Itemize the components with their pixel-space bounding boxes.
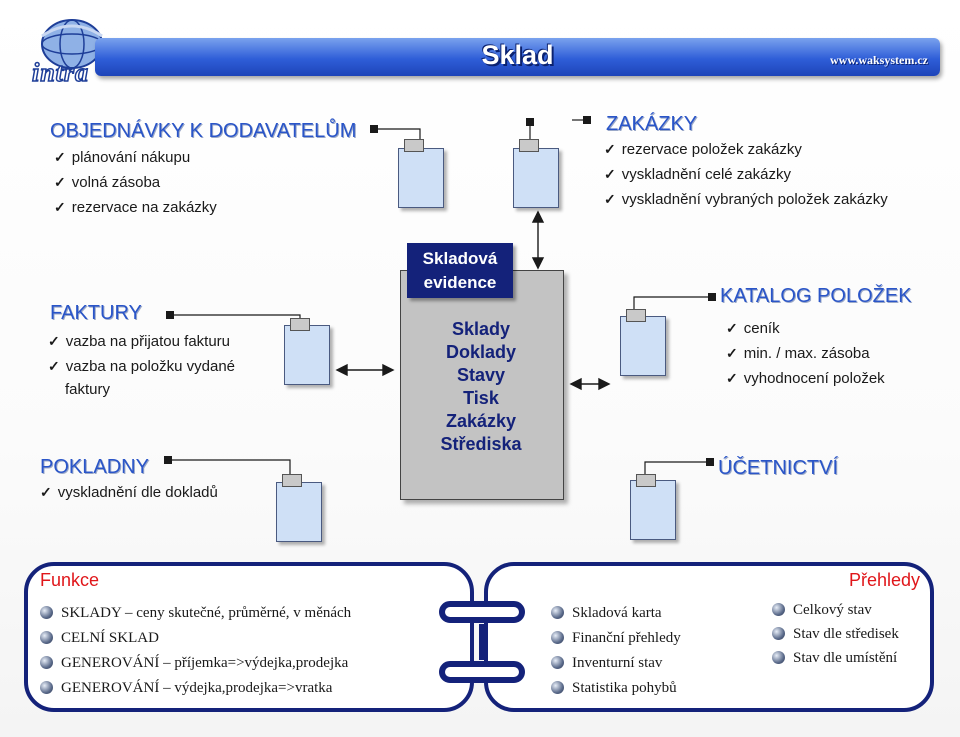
skladova-evidence-box: [400, 270, 564, 500]
document-icon: [630, 480, 676, 540]
katalog-heading: KATALOG POLOŽEK: [720, 285, 912, 307]
list-item: Skladová karta: [551, 601, 681, 626]
funkce-list: SKLADY – ceny skutečné, průměrné, v měná…: [40, 601, 351, 701]
center-title-line2: evidence: [423, 272, 497, 292]
bullet-icon: [551, 606, 564, 619]
check-icon: ✓: [54, 174, 66, 190]
bullet-icon: [772, 627, 785, 640]
bullet-icon: [40, 656, 53, 669]
list-item: ✓ceník: [726, 320, 780, 337]
list-item: ✓plánování nákupu: [54, 149, 191, 166]
pokladny-heading: POKLADNY: [40, 456, 149, 478]
check-icon: ✓: [726, 345, 738, 361]
check-icon: ✓: [726, 370, 738, 386]
list-item: Statistika pohybů: [551, 676, 681, 701]
document-tab-icon: [519, 139, 539, 152]
document-icon: [620, 316, 666, 376]
faktury-heading: FAKTURY: [50, 302, 142, 324]
wak-intra-logo: intra: [28, 14, 114, 88]
pokladny-list: ✓vyskladnění dle dokladů: [40, 480, 218, 505]
list-item: Stav dle středisek: [772, 622, 899, 646]
document-tab-icon: [626, 309, 646, 322]
center-item: Střediska: [440, 434, 522, 454]
zakazky-heading: ZAKÁZKY: [606, 113, 698, 135]
document-tab-icon: [636, 474, 656, 487]
bullet-icon: [551, 681, 564, 694]
objednavky-heading: OBJEDNÁVKY K DODAVATELŮM: [50, 120, 357, 142]
document-tab-icon: [404, 139, 424, 152]
check-icon: ✓: [40, 484, 52, 500]
ucetnictvi-heading: ÚČETNICTVÍ: [718, 457, 838, 479]
center-item: Zakázky: [445, 411, 517, 431]
bullet-icon: [772, 603, 785, 616]
check-icon: ✓: [54, 199, 66, 215]
list-item: Inventurní stav: [551, 651, 681, 676]
website-url[interactable]: www.waksystem.cz: [830, 53, 928, 67]
prehledy-title: Přehledy: [848, 570, 920, 590]
list-item: ✓vyskladnění vybraných položek zakázky: [604, 191, 888, 208]
funkce-title: Funkce: [40, 570, 100, 590]
check-icon: ✓: [604, 191, 616, 207]
check-icon: ✓: [48, 333, 60, 349]
list-item: GENEROVÁNÍ – příjemka=>výdejka,prodejka: [40, 651, 351, 676]
document-icon: [276, 482, 322, 542]
list-item: ✓rezervace položek zakázky: [604, 141, 802, 158]
document-tab-icon: [282, 474, 302, 487]
bullet-icon: [772, 651, 785, 664]
list-item: ✓vyskladnění dle dokladů: [40, 484, 218, 501]
list-item: Celkový stav: [772, 598, 899, 622]
list-item: ✓vazba na přijatou fakturu: [48, 333, 231, 350]
check-icon: ✓: [726, 320, 738, 336]
center-item: Tisk: [463, 388, 499, 408]
center-item: Sklady: [451, 319, 511, 339]
document-icon: [284, 325, 330, 385]
list-item: ✓min. / max. zásoba: [726, 345, 870, 362]
katalog-list: ✓ceník ✓min. / max. zásoba ✓vyhodnocení …: [726, 316, 885, 391]
list-item: Finanční přehledy: [551, 626, 681, 651]
list-item: GENEROVÁNÍ – výdejka,prodejka=>vratka: [40, 676, 351, 701]
bullet-icon: [40, 681, 53, 694]
check-icon: ✓: [48, 358, 60, 374]
bullet-icon: [40, 631, 53, 644]
list-item: ✓vyhodnocení položek: [726, 370, 885, 387]
funkce-panel: Funkce: [24, 562, 474, 712]
check-icon: ✓: [604, 166, 616, 182]
logo-text: intra: [31, 57, 90, 88]
prehledy-list-1: Skladová karta Finanční přehledy Inventu…: [551, 601, 681, 701]
list-item: ✓vazba na položku vydané: [48, 358, 236, 375]
objednavky-list: ✓plánování nákupu ✓volná zásoba ✓rezerva…: [54, 145, 217, 220]
chain-link-icon: [439, 601, 525, 683]
list-item: ✓volná zásoba: [54, 174, 161, 191]
list-item: Stav dle umístění: [772, 646, 899, 670]
center-title-line1: Skladová: [422, 248, 498, 268]
bullet-icon: [551, 656, 564, 669]
list-item: SKLADY – ceny skutečné, průměrné, v měná…: [40, 601, 351, 626]
list-item: ✓rezervace na zakázky: [54, 199, 217, 216]
bullet-icon: [40, 606, 53, 619]
center-item: Stavy: [456, 365, 506, 385]
faktury-list: ✓vazba na přijatou fakturu ✓vazba na pol…: [48, 329, 235, 401]
center-list: Sklady Doklady Stavy Tisk Zakázky Středi…: [400, 318, 562, 456]
check-icon: ✓: [54, 149, 66, 165]
header-bar: Sklad www.waksystem.cz: [95, 38, 940, 76]
document-tab-icon: [290, 318, 310, 331]
document-icon: [513, 148, 559, 208]
list-item: CELNÍ SKLAD: [40, 626, 351, 651]
document-icon: [398, 148, 444, 208]
center-item: Doklady: [445, 342, 517, 362]
list-item: ✓vyskladnění celé zakázky: [604, 166, 791, 183]
skladova-evidence-title: Skladová evidence: [407, 243, 513, 298]
bullet-icon: [551, 631, 564, 644]
page-title: Sklad: [481, 40, 554, 70]
check-icon: ✓: [604, 141, 616, 157]
list-item: faktury: [65, 381, 111, 398]
prehledy-list-2: Celkový stav Stav dle středisek Stav dle…: [772, 598, 899, 670]
zakazky-list: ✓rezervace položek zakázky ✓vyskladnění …: [604, 137, 888, 212]
